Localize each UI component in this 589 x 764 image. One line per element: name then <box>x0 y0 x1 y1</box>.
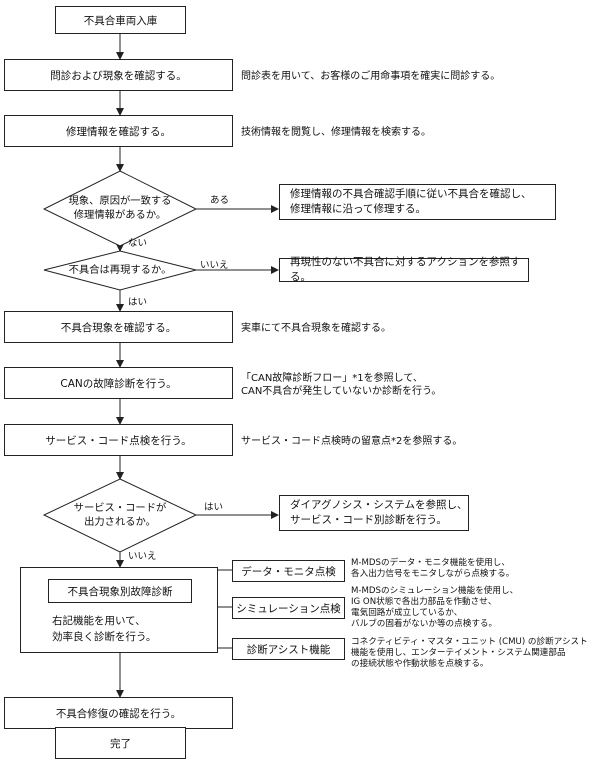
start-label: 不具合車両入庫 <box>83 14 158 27</box>
diag-assist-note-line1: コネクティビティ・マスタ・ユニット (CMU) の診断アシスト <box>351 637 588 647</box>
decision-2-yes-label: はい <box>128 297 148 308</box>
data-monitor-box: データ・モニタ点検 <box>232 560 345 582</box>
decision-3-yes-label: はい <box>204 502 224 513</box>
data-monitor-label: データ・モニタ点検 <box>241 565 336 578</box>
decision-3-no-label: いいえ <box>128 551 157 562</box>
decision-3-line1: サービス・コードが <box>73 502 167 514</box>
decision-1-yes-label: ある <box>210 195 230 206</box>
decision-2-line1: 不具合は再現するか。 <box>68 264 172 276</box>
step-interview-note: 問診表を用いて、お客様のご用命事項を確実に問診する。 <box>241 71 501 82</box>
data-monitor-note-line2: 各入出力信号をモニタしながら点検する。 <box>351 569 515 579</box>
data-monitor-note: M-MDSのデータ・モニタ機能を使用し、 各入出力信号をモニタしながら点検する。 <box>351 558 514 580</box>
step-interview-box: 問診および現象を確認する。 <box>4 59 233 91</box>
diagnosis-text-line1: 右記機能を用いて、 <box>52 615 146 627</box>
simulation-note-line4: バルブの固着がないか等の点検する。 <box>351 619 498 629</box>
step-repair-confirm-box: 不具合修復の確認を行う。 <box>4 697 233 729</box>
diagnosis-inner-box: 不具合現象別故障診断 <box>48 579 192 603</box>
step-service-code-box: サービス・コード点検を行う。 <box>4 424 233 456</box>
diag-assist-note: コネクティビティ・マスタ・ユニット (CMU) の診断アシスト 機能を使用し、エ… <box>351 637 588 670</box>
step-repair-info-label: 修理情報を確認する。 <box>66 125 171 138</box>
decision-3-result-line2: サービス・コード別診断を行う。 <box>290 514 447 526</box>
decision-diamond-1 <box>42 170 198 247</box>
decision-1-result-line1: 修理情報の不具合確認手順に従い不具合を確認し、 <box>290 188 532 200</box>
step-service-code-label: サービス・コード点検を行う。 <box>45 434 192 447</box>
simulation-note: M-MDSのシミュレーション機能を使用し、 IG ON状態で各出力部品を作動させ… <box>351 586 518 630</box>
decision-3-text: サービス・コードが 出力されるか。 <box>44 501 196 529</box>
data-monitor-note-line1: M-MDSのデータ・モニタ機能を使用し、 <box>351 558 510 568</box>
decision-1-line2: 修理情報があるか。 <box>73 209 167 221</box>
simulation-note-line3: 電気回路が成立しているか、 <box>351 608 463 618</box>
diag-assist-note-line3: の接続状態や作動状態を点検する。 <box>351 659 489 669</box>
decision-1-text: 現象、原因が一致する 修理情報があるか。 <box>44 194 196 222</box>
diag-assist-note-line2: 機能を使用し、エンターテイメント・システム関連部品 <box>351 648 566 658</box>
decision-1-result-line2: 修理情報に沿って修理する。 <box>290 203 426 215</box>
simulation-note-line2: IG ON状態で各出力部品を作動させ、 <box>351 597 497 607</box>
step-repair-info-note: 技術情報を閲覧し、修理情報を検索する。 <box>241 127 431 138</box>
decision-3-result-line1: ダイアグノシス・システムを参照し、 <box>290 499 468 511</box>
step-interview-label: 問診および現象を確認する。 <box>50 69 187 82</box>
decision-2-result-label: 再現性のない不具合に対するアクションを参照する。 <box>290 256 521 283</box>
step-can-box: CANの故障診断を行う。 <box>4 367 233 399</box>
step-symptom-box: 不具合現象を確認する。 <box>4 311 233 343</box>
decision-1-no-label: ない <box>128 238 148 249</box>
simulation-note-line1: M-MDSのシミュレーション機能を使用し、 <box>351 586 519 596</box>
diagnosis-inner-label: 不具合現象別故障診断 <box>67 585 173 598</box>
simulation-box: シミュレーション点検 <box>232 597 345 619</box>
step-can-note-line1: 「CAN故障診断フロー」*1を参照して、 <box>241 373 423 384</box>
diag-assist-box: 診断アシスト機能 <box>232 638 345 660</box>
decision-1-result-box: 修理情報の不具合確認手順に従い不具合を確認し、 修理情報に沿って修理する。 <box>279 184 556 220</box>
decision-3-line2: 出力されるか。 <box>84 516 156 528</box>
decision-2-no-label: いいえ <box>200 260 229 271</box>
diag-assist-label: 診断アシスト機能 <box>246 643 331 656</box>
decision-2-result-box: 再現性のない不具合に対するアクションを参照する。 <box>279 256 529 283</box>
decision-diamond-3 <box>42 478 198 553</box>
end-box: 完了 <box>55 727 186 759</box>
step-repair-confirm-label: 不具合修復の確認を行う。 <box>55 707 182 720</box>
decision-diamond-2 <box>43 250 197 291</box>
step-service-code-note: サービス・コード点検時の留意点*2を参照する。 <box>241 436 463 447</box>
step-repair-info-box: 修理情報を確認する。 <box>4 115 233 147</box>
decision-2-text: 不具合は再現するか。 <box>44 263 196 277</box>
diagnosis-text: 右記機能を用いて、 効率良く診断を行う。 <box>52 613 156 645</box>
decision-3-result-box: ダイアグノシス・システムを参照し、 サービス・コード別診断を行う。 <box>279 495 469 531</box>
step-can-note-line2: CAN不具合が発生していないか診断を行う。 <box>241 386 442 397</box>
step-symptom-label: 不具合現象を確認する。 <box>60 321 177 334</box>
end-label: 完了 <box>110 737 131 750</box>
start-box: 不具合車両入庫 <box>55 6 186 34</box>
decision-1-line1: 現象、原因が一致する <box>68 195 172 207</box>
step-can-label: CANの故障診断を行う。 <box>60 377 177 390</box>
simulation-label: シミュレーション点検 <box>236 602 341 615</box>
step-symptom-note: 実車にて不具合現象を確認する。 <box>241 323 391 334</box>
step-can-note: 「CAN故障診断フロー」*1を参照して、 CAN不具合が発生していないか診断を行… <box>241 372 441 398</box>
diagnosis-text-line2: 効率良く診断を行う。 <box>52 631 157 643</box>
